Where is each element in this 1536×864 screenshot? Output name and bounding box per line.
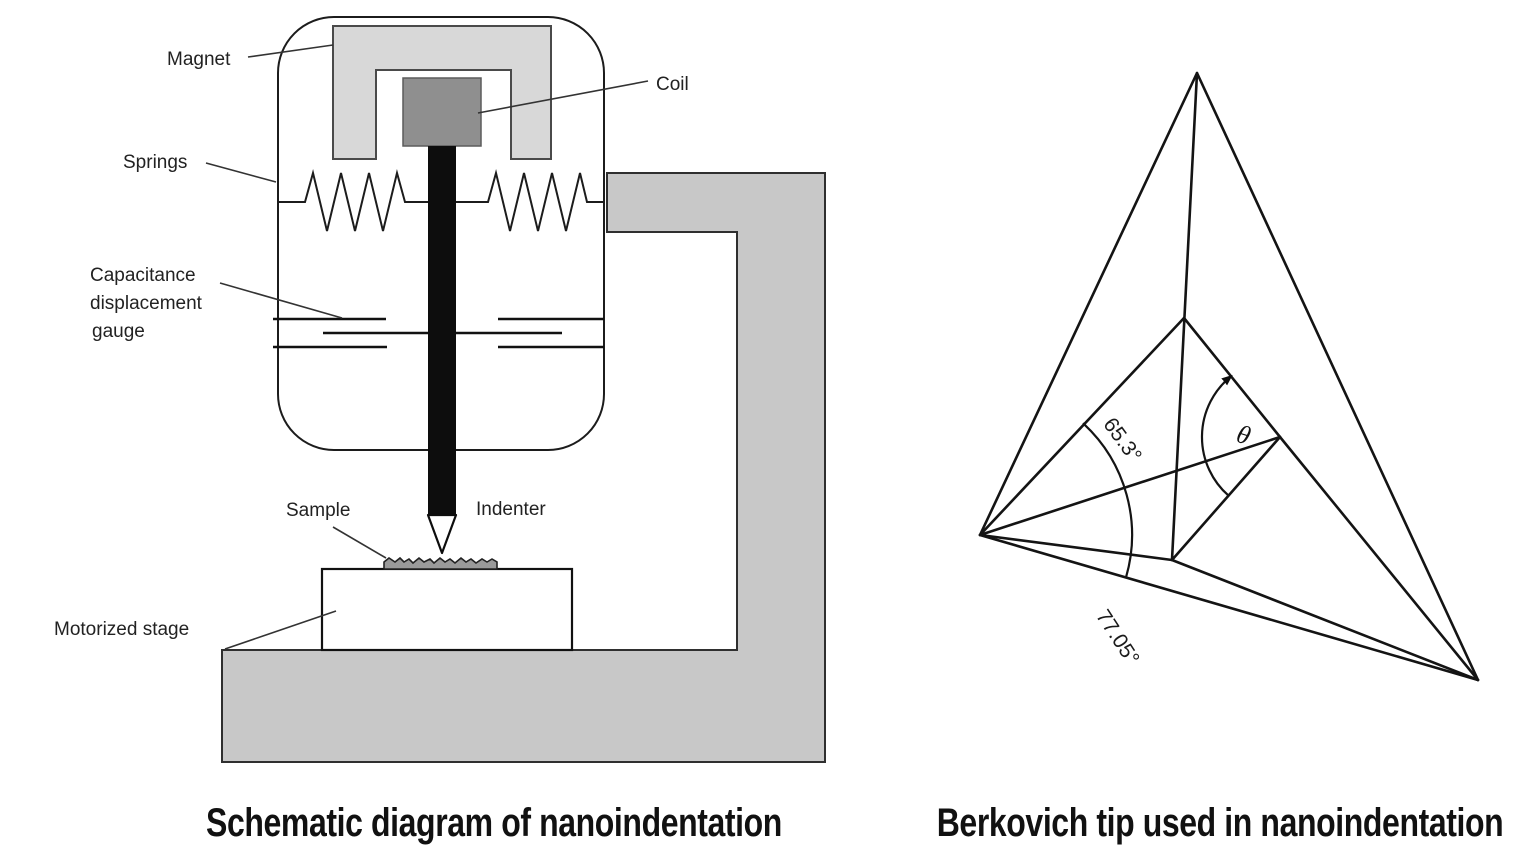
caption-berkovich-text: Berkovich tip used in nanoindentation [936, 801, 1504, 845]
caption-berkovich: Berkovich tip used in nanoindentation [866, 801, 1536, 846]
sample-shape [383, 556, 498, 570]
spring-right [456, 169, 604, 232]
capacitance-label-line3: gauge [92, 321, 145, 342]
sample-leader-line [332, 526, 387, 559]
berkovich-inner-edges [978, 316, 1480, 682]
edge-angle-label: 77.05° [1091, 606, 1143, 670]
coil-leader-line [477, 80, 649, 114]
magnet-shape [332, 25, 552, 160]
berkovich-outline [978, 71, 1480, 682]
magnet-leader-line [247, 44, 334, 58]
indenter-label: Indenter [476, 499, 546, 520]
coil-shape [402, 77, 482, 147]
berkovich-tip-drawing [978, 71, 1480, 682]
motorized-stage-box [320, 567, 574, 652]
capacitance-label-line2: displacement [90, 293, 203, 314]
indenter-rod [428, 146, 456, 515]
spring-left [279, 169, 428, 232]
capacitance-gauge-plates [273, 317, 604, 349]
sample-label: Sample [286, 500, 350, 521]
theta-arc [1200, 374, 1233, 497]
capacitance-label-line1: Capacitance [90, 265, 196, 286]
springs-leader-line [205, 162, 277, 183]
magnet-label: Magnet [167, 49, 231, 70]
capacitance-leader-line [219, 282, 343, 319]
face-angle-arc [1082, 422, 1134, 579]
berkovich-axis-line [1170, 71, 1199, 562]
face-angle-label: 65.3° [1098, 413, 1146, 466]
leader-lines-left [205, 44, 649, 650]
motorized-stage-leader-line [224, 610, 337, 650]
caption-schematic: Schematic diagram of nanoindentation [134, 801, 854, 846]
coil-label: Coil [656, 74, 689, 95]
indenter-tip [426, 513, 458, 555]
caption-schematic-text: Schematic diagram of nanoindentation [206, 801, 782, 845]
springs-label: Springs [123, 152, 187, 173]
support-frame [221, 172, 826, 763]
motorized-stage-label: Motorized stage [54, 619, 189, 640]
